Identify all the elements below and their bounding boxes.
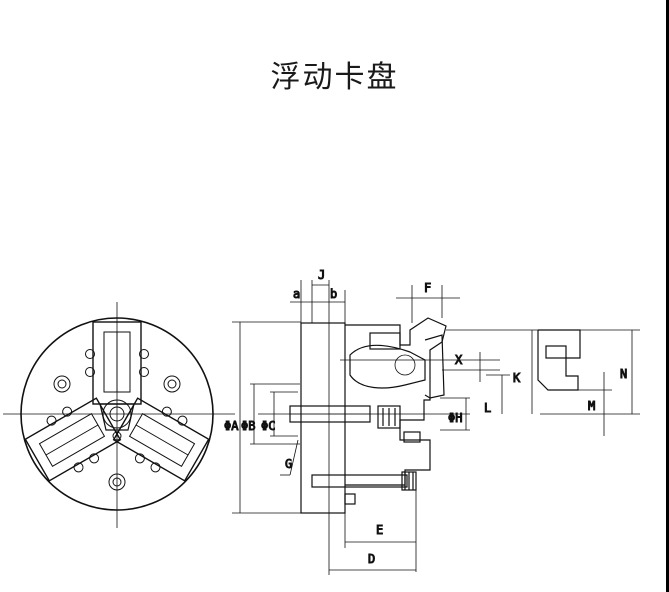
page-right-border <box>666 0 669 592</box>
front-view <box>3 302 235 528</box>
label-G: G <box>285 457 292 471</box>
label-H: ΦH <box>448 411 462 425</box>
jaw-slot <box>369 332 401 350</box>
label-C: ΦC <box>261 419 275 433</box>
jaw-detail <box>537 329 581 391</box>
label-X: X <box>455 353 463 367</box>
adjusting-screw <box>311 474 408 488</box>
label-J: J <box>318 268 325 282</box>
drawing-title: 浮动卡盘 <box>270 60 399 95</box>
label-F: F <box>424 281 431 295</box>
bolt-head <box>377 405 401 429</box>
label-M: M <box>588 399 595 413</box>
back-plate <box>300 322 346 514</box>
jaw-lower-right <box>112 397 210 482</box>
label-B: ΦB <box>241 419 255 433</box>
label-K: K <box>513 371 521 385</box>
dimension-lines <box>232 280 640 575</box>
center-bore-inner <box>109 406 125 422</box>
jaw-top <box>85 321 149 405</box>
label-N: N <box>620 367 627 381</box>
label-E: E <box>376 523 383 537</box>
chuck-body-outline <box>345 317 447 486</box>
mounting-bolts <box>53 375 181 491</box>
label-D: D <box>368 552 375 566</box>
jaw-lower-left <box>24 397 122 482</box>
floating-jaw <box>349 344 426 389</box>
chuck-body-circle <box>20 317 214 511</box>
center-bore <box>102 399 132 429</box>
label-L: L <box>484 401 491 415</box>
jaw-tip <box>424 334 445 399</box>
label-a: a <box>293 287 300 301</box>
label-A: ΦA <box>224 419 239 433</box>
label-b: b <box>330 287 337 301</box>
section-view <box>258 317 581 514</box>
